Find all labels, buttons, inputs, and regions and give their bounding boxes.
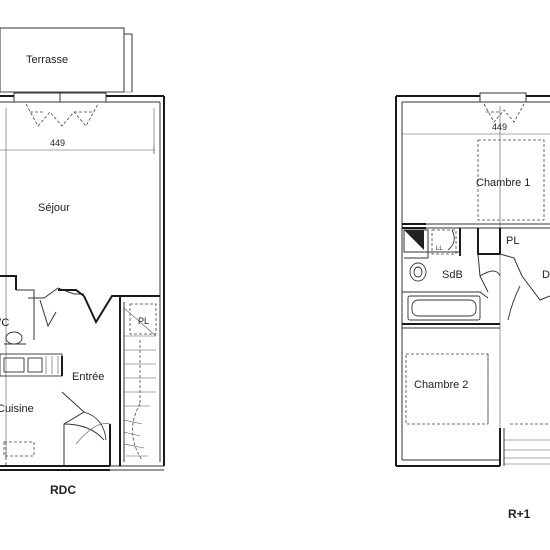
r1-stair bbox=[499, 423, 550, 466]
room-label-entree: Entrée bbox=[72, 371, 104, 383]
r1-outer-walls bbox=[395, 95, 550, 467]
terrace bbox=[0, 27, 133, 93]
room-label-terrasse: Terrasse bbox=[26, 54, 68, 66]
r1-room-labels: Chambre 1 LL PL SdB D Chambre 2 R+1 bbox=[414, 177, 550, 521]
r1-plan: 449 bbox=[395, 92, 550, 521]
room-label-sejour: Séjour bbox=[38, 202, 70, 214]
room-label-d: D bbox=[542, 269, 550, 281]
level-label-rdc: RDC bbox=[50, 483, 76, 497]
r1-wardrobes bbox=[405, 139, 545, 425]
rdc-plan: 449 bbox=[0, 27, 165, 497]
room-label-wc: VC bbox=[0, 317, 9, 329]
room-label-ll: LL bbox=[436, 246, 443, 252]
room-label-cuisine: Cuisine bbox=[0, 403, 34, 415]
r1-window bbox=[479, 92, 527, 123]
level-label-r1: R+1 bbox=[508, 507, 531, 521]
room-label-chambre-2: Chambre 2 bbox=[414, 379, 468, 391]
r1-dimension-label: 449 bbox=[492, 122, 507, 132]
rdc-room-labels: Terrasse Séjour VC PL Entrée Cuisine RDC bbox=[0, 54, 149, 497]
r1-dimension: 449 bbox=[402, 106, 550, 460]
room-label-rdc-pl: PL bbox=[138, 316, 149, 326]
rdc-partitions bbox=[0, 275, 160, 466]
rdc-dimension-label: 449 bbox=[50, 138, 65, 148]
room-label-r1-pl: PL bbox=[506, 235, 519, 247]
rdc-outer-walls bbox=[0, 95, 165, 471]
rdc-dimension: 449 bbox=[0, 108, 155, 460]
r1-partitions bbox=[402, 223, 550, 329]
room-label-chambre-1: Chambre 1 bbox=[476, 177, 530, 189]
rdc-window bbox=[13, 92, 107, 127]
room-label-sdb: SdB bbox=[442, 269, 463, 281]
rdc-staircase bbox=[123, 303, 157, 461]
